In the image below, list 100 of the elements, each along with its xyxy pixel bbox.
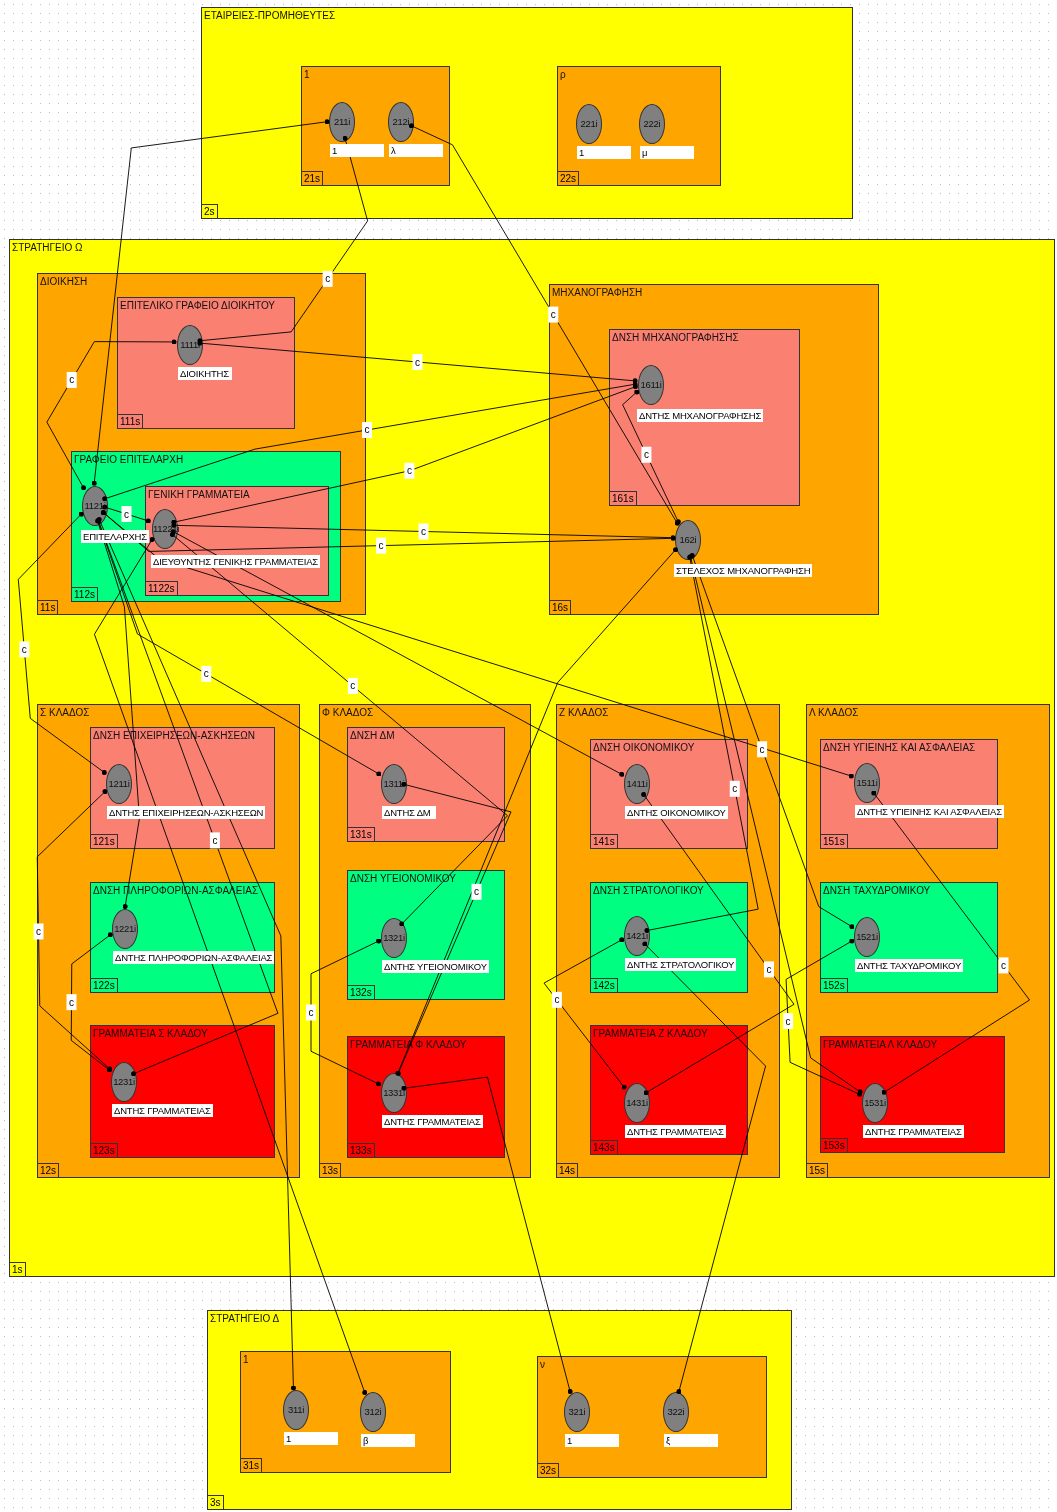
unit-box <box>37 704 300 1178</box>
unit-title: ΓΕΝΙΚΗ ΓΡΑΜΜΑΤΕΙΑ <box>148 489 250 500</box>
agent-ellipse <box>360 1392 386 1432</box>
unit-title: ΕΤΑΙΡΕΙΕΣ-ΠΡΟΜΗΘΕΥΤΕΣ <box>204 10 336 21</box>
unit-box <box>145 486 329 596</box>
unit-box <box>347 870 505 1000</box>
agent-ellipse <box>111 1062 137 1102</box>
edge-label: c <box>471 883 482 900</box>
edge-label: c <box>306 1004 316 1021</box>
unit-code: 13s <box>320 1163 342 1177</box>
unit-box <box>557 66 721 186</box>
unit-box <box>71 451 341 602</box>
agent-id: 1321i <box>382 932 406 943</box>
agent-id: 312i <box>363 1406 383 1417</box>
unit-box <box>820 882 998 993</box>
agent-id: 222i <box>642 118 662 129</box>
unit-box <box>9 239 1055 1277</box>
unit-code: 123s <box>91 1143 118 1157</box>
unit-box <box>319 704 531 1178</box>
agent-ellipse <box>564 1392 590 1432</box>
agent-ellipse <box>862 1083 888 1123</box>
role-label: ΔΝΤΗΣ ΔΜ <box>382 806 436 819</box>
agent-id: 1611i <box>639 379 663 390</box>
edge-label: c <box>548 306 559 323</box>
unit-code: 133s <box>348 1143 375 1157</box>
unit-code: 15s <box>807 1163 829 1177</box>
unit-code: 143s <box>591 1140 618 1154</box>
agent-id: 1411i <box>625 778 649 789</box>
agent-ellipse <box>624 1083 650 1123</box>
agent-id: 1221i <box>113 923 137 934</box>
unit-title: ΓΡΑΜΜΑΤΕΙΑ Σ ΚΛΑΔΟΥ <box>93 1028 208 1039</box>
agent-ellipse <box>329 102 355 142</box>
unit-code: 11s <box>38 600 59 614</box>
unit-code: 12s <box>38 1163 60 1177</box>
role-label: 1 <box>284 1432 338 1445</box>
unit-code: 151s <box>821 834 848 848</box>
role-label: ξ <box>664 1434 718 1447</box>
edge-label: c <box>362 422 372 438</box>
unit-title: Σ ΚΛΑΔΟΣ <box>40 707 90 718</box>
unit-title: ΔΝΣΗ ΜΗΧΑΝΟΓΡΑΦΗΣΗΣ <box>612 332 739 343</box>
agent-ellipse <box>388 102 414 142</box>
agent-ellipse <box>576 104 602 144</box>
agent-id: 322i <box>666 1406 686 1417</box>
edge-label: c <box>729 780 740 797</box>
unit-code: 1122s <box>146 581 178 595</box>
agent-id: 311i <box>286 1404 306 1415</box>
role-label: β <box>361 1434 415 1447</box>
agent-id: 1431i <box>625 1097 649 1108</box>
unit-code: 121s <box>91 834 118 848</box>
unit-code: 2s <box>202 204 218 218</box>
role-label: 1 <box>330 144 384 157</box>
role-label: ΔΝΤΗΣ ΥΓΙΕΙΝΗΣ ΚΑΙ ΑΣΦΑΛΕΙΑΣ <box>855 805 1004 818</box>
agent-ellipse <box>106 764 132 804</box>
unit-code: 141s <box>591 834 618 848</box>
unit-box <box>347 1036 505 1158</box>
unit-box <box>609 329 800 506</box>
unit-title: ΔΝΣΗ ΟΙΚΟΝΟΜΙΚΟΥ <box>593 742 695 753</box>
unit-box <box>820 1036 1005 1153</box>
agent-id: 162i <box>678 534 698 545</box>
unit-title: ΔΝΣΗ ΣΤΡΑΤΟΛΟΓΙΚΟΥ <box>593 885 704 896</box>
agent-ellipse <box>112 909 138 949</box>
agent-id: 1421i <box>625 930 649 941</box>
role-label: ΔΝΤΗΣ ΠΛΗΡΟΦΟΡΙΩΝ-ΑΣΦΑΛΕΙΑΣ <box>113 951 275 964</box>
unit-code: 153s <box>821 1138 848 1152</box>
unit-title: Λ ΚΛΑΔΟΣ <box>809 707 859 718</box>
agent-id: 1331i <box>382 1087 406 1098</box>
edge-label: c <box>33 923 44 940</box>
unit-box <box>90 1025 275 1158</box>
unit-box <box>537 1356 767 1478</box>
unit-code: 132s <box>348 985 375 999</box>
agent-ellipse <box>854 917 880 957</box>
unit-code: 21s <box>302 171 324 185</box>
unit-box <box>556 704 780 1178</box>
edge-label: c <box>998 957 1009 974</box>
agent-ellipse <box>675 520 701 560</box>
unit-code: 131s <box>348 827 375 841</box>
edge-label: c <box>19 641 30 658</box>
edge-label: c <box>121 506 132 522</box>
role-label: ΔΝΤΗΣ ΣΤΡΑΤΟΛΟΓΙΚΟΥ <box>625 958 737 971</box>
edge-label: c <box>201 665 212 682</box>
unit-title: ΓΡΑΦΕΙΟ ΕΠΙΤΕΛΑΡΧΗ <box>74 454 184 465</box>
agent-ellipse <box>624 764 650 804</box>
role-label: λ <box>389 144 443 157</box>
unit-box <box>549 284 879 615</box>
role-label: ΔΝΤΗΣ ΥΓΕΙΟΝΟΜΙΚΟΥ <box>382 960 489 973</box>
role-label: ΔΝΤΗΣ ΓΡΑΜΜΑΤΕΙΑΣ <box>112 1104 213 1117</box>
unit-code: 16s <box>550 600 572 614</box>
role-label: ΔΝΤΗΣ ΜΗΧΑΝΟΓΡΑΦΗΣΗΣ <box>637 409 764 422</box>
agent-ellipse <box>381 764 407 804</box>
edge-label: c <box>641 446 652 463</box>
unit-title: ΓΡΑΜΜΑΤΕΙΑ Λ ΚΛΑΔΟΥ <box>823 1039 938 1050</box>
unit-title: Φ ΚΛΑΔΟΣ <box>322 707 374 718</box>
unit-code: 3s <box>208 1495 224 1509</box>
unit-code: 161s <box>610 491 637 505</box>
unit-box <box>207 1310 792 1510</box>
agent-ellipse <box>663 1392 689 1432</box>
unit-box <box>590 1025 748 1155</box>
unit-box <box>347 727 505 842</box>
unit-title: ΣΤΡΑΤΗΓΕΙΟ Ω <box>12 242 83 253</box>
agent-ellipse <box>177 325 203 365</box>
